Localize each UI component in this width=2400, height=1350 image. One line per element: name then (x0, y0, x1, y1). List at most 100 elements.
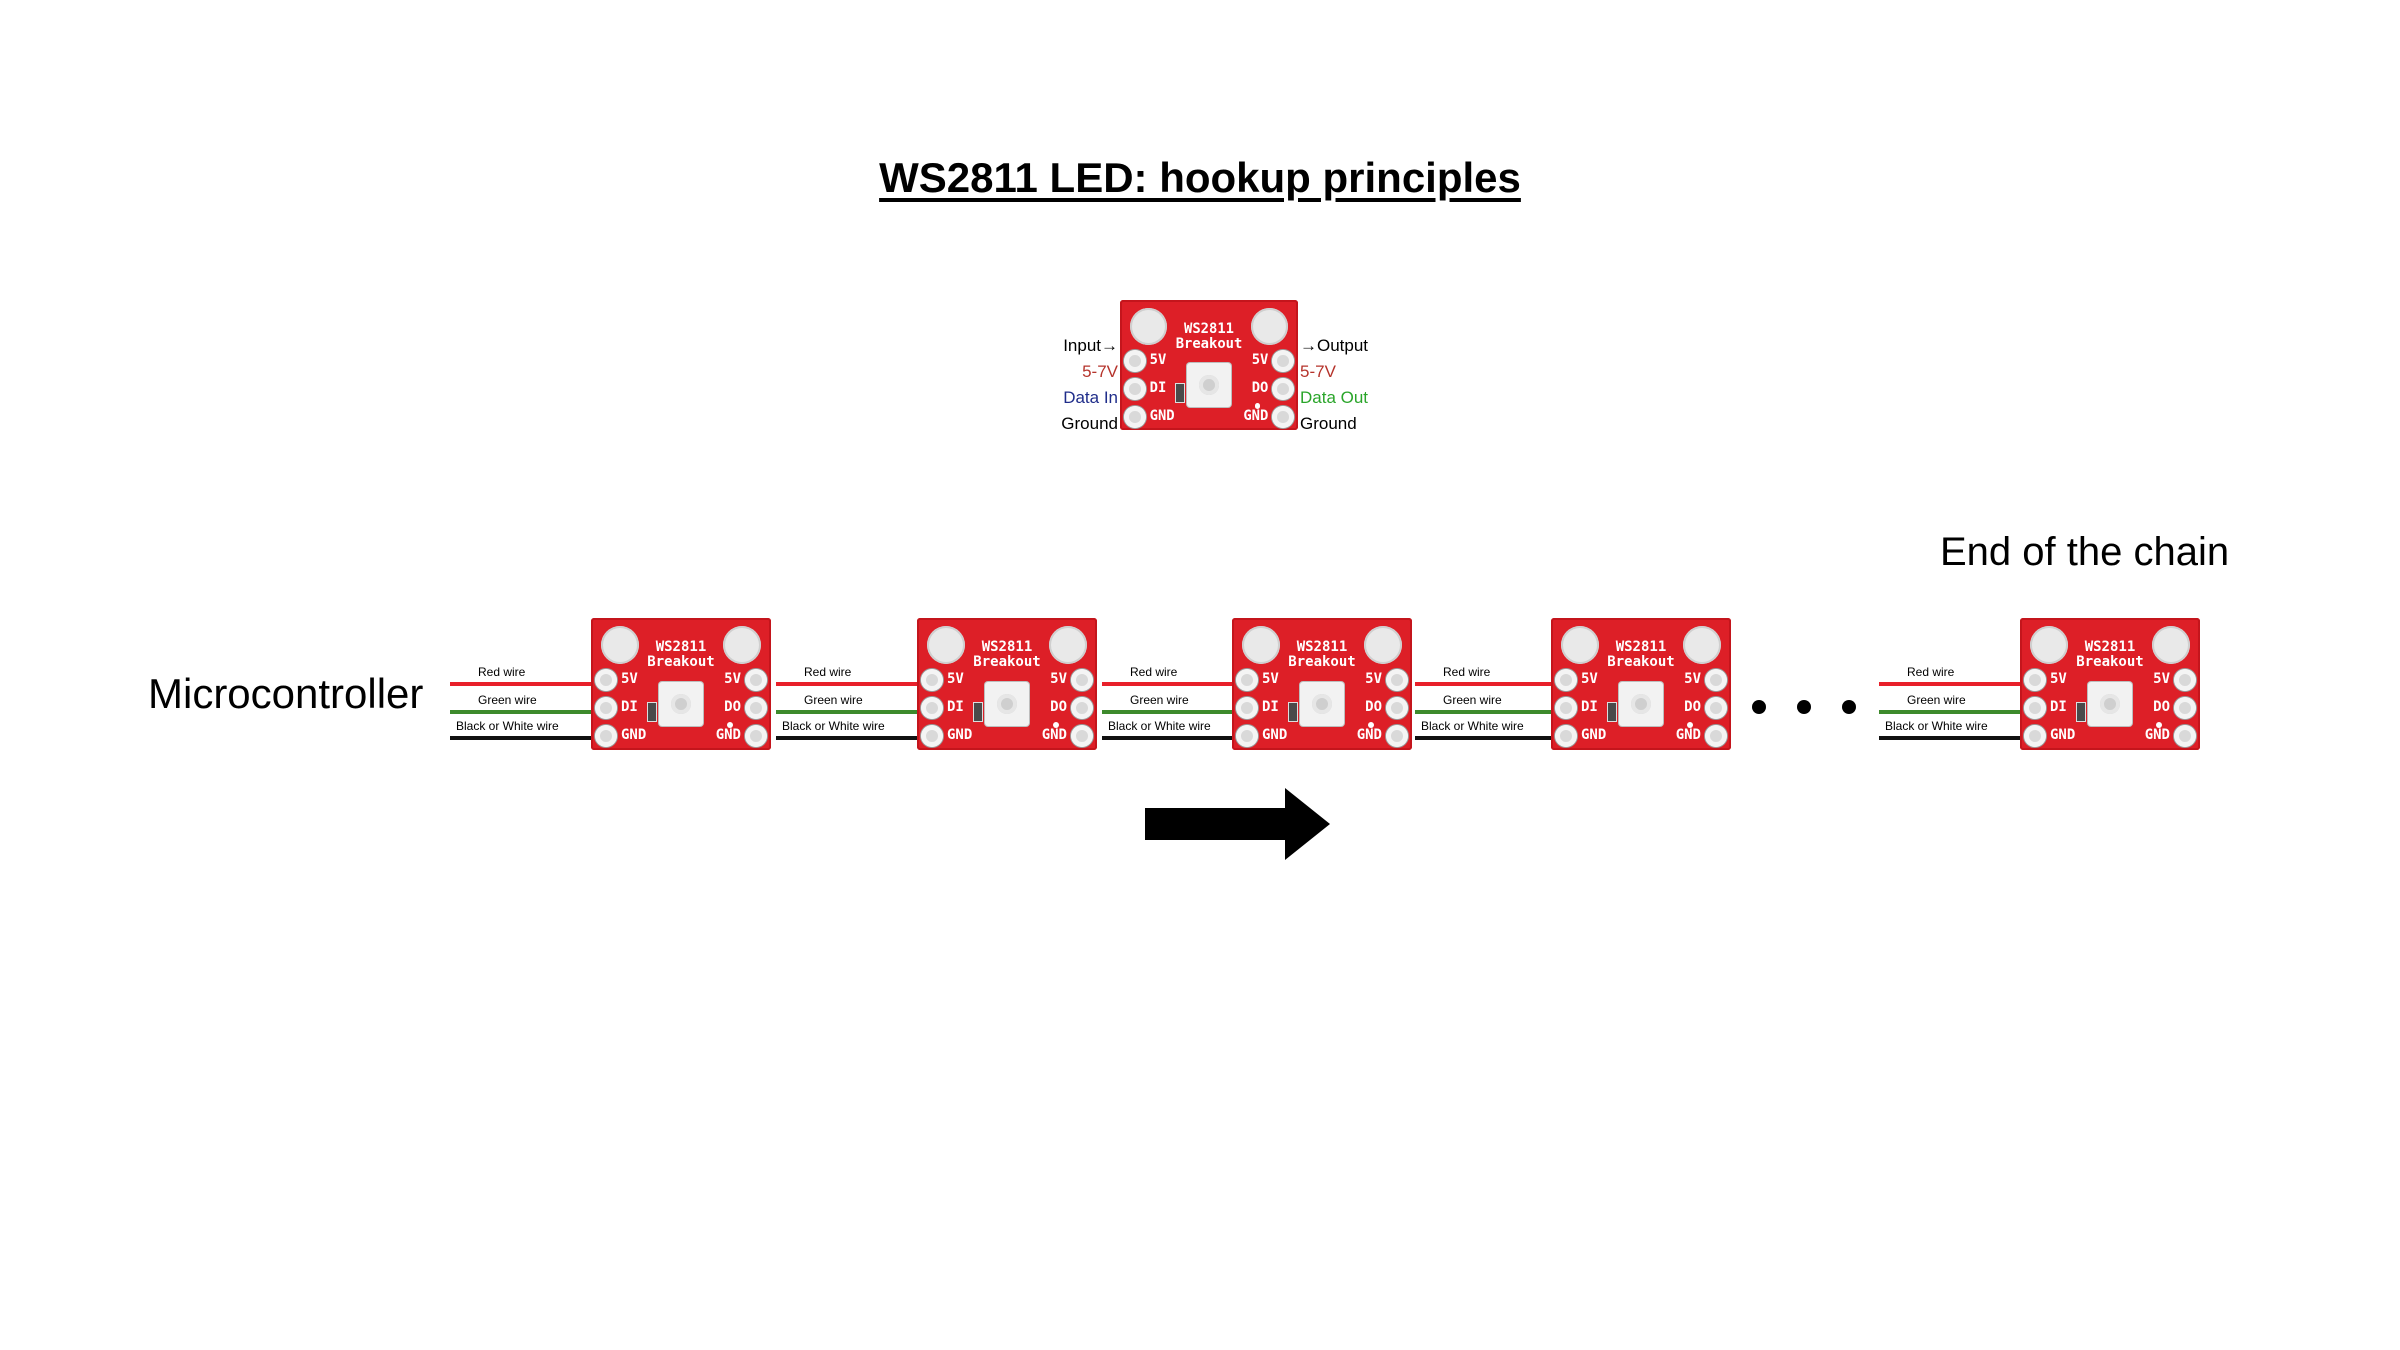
board-title-line: Breakout (2076, 654, 2144, 670)
red-wire-label: Red wire (1907, 665, 1955, 679)
red-wire-label: Red wire (1130, 665, 1178, 679)
right-supply-label: 5-7V (1300, 362, 1336, 381)
black-wire (1879, 736, 2026, 740)
left-ground-label: Ground (1061, 414, 1118, 433)
resistor (973, 702, 983, 722)
black-wire-label: Black or White wire (782, 719, 885, 733)
pin-label: GND (1149, 407, 1175, 424)
pin-label: DI (1149, 380, 1167, 397)
led-chip (1300, 682, 1344, 726)
red-wire (450, 682, 597, 686)
resistor (1288, 702, 1298, 722)
mounting-hole (723, 626, 761, 664)
pin-label: DO (1365, 699, 1382, 715)
data-out-label: Data Out (1300, 388, 1369, 407)
pin-label: GND (1262, 727, 1288, 743)
led-chip (985, 682, 1029, 726)
pin-label: DI (947, 699, 964, 715)
pin-label: GND (2050, 727, 2076, 743)
ellipsis-dot (1752, 700, 1766, 714)
pin-label: DO (1251, 380, 1269, 397)
green-wire (1102, 710, 1238, 714)
board-title-line: WS2811 (981, 639, 1033, 655)
red-wire (1415, 682, 1557, 686)
ellipsis-dot (1797, 700, 1811, 714)
board-title-line: WS2811 (1296, 639, 1348, 655)
pin-label: DO (1684, 699, 1701, 715)
black-wire-label: Black or White wire (1108, 719, 1211, 733)
led-lens (1631, 694, 1651, 714)
direction-arrow-icon (1145, 788, 1330, 860)
mounting-hole (601, 626, 639, 664)
resistor (1175, 383, 1186, 403)
pin-label: GND (1356, 727, 1382, 743)
data-in-label: Data In (1063, 388, 1118, 407)
mounting-hole (1683, 626, 1721, 664)
pin-pad (921, 725, 943, 747)
green-wire-label: Green wire (478, 693, 537, 707)
pinout-left-labels: Input→ 5-7V Data In Ground (1000, 333, 1118, 437)
mounting-hole (2030, 626, 2068, 664)
pin-label: GND (1041, 727, 1067, 743)
led-chip (2088, 682, 2132, 726)
board-dot (1368, 722, 1374, 728)
mounting-hole (1364, 626, 1402, 664)
pin-pad (1272, 350, 1295, 373)
green-wire-label: Green wire (804, 693, 863, 707)
led-chip (1619, 682, 1663, 726)
board-title-line: WS2811 (655, 639, 707, 655)
red-wire (1102, 682, 1238, 686)
red-wire-label: Red wire (1443, 665, 1491, 679)
red-wire-label: Red wire (478, 665, 526, 679)
board-dot (1053, 722, 1059, 728)
pin-label: DI (2050, 699, 2067, 715)
pin-label: GND (2144, 727, 2170, 743)
right-ground-label: Ground (1300, 414, 1357, 433)
pin-pad (2024, 725, 2046, 747)
pin-pad (1555, 669, 1577, 691)
green-wire-label: Green wire (1443, 693, 1502, 707)
pin-label: 5V (621, 671, 638, 687)
pin-pad (1555, 697, 1577, 719)
green-wire (450, 710, 597, 714)
led-lens (1312, 694, 1332, 714)
green-wire-label: Green wire (1130, 693, 1189, 707)
pin-pad (1272, 405, 1295, 428)
pin-pad (1555, 725, 1577, 747)
mounting-hole (1561, 626, 1599, 664)
pin-pad (2024, 669, 2046, 691)
pin-pad (745, 725, 767, 747)
resistor (2076, 702, 2086, 722)
pin-pad (1705, 669, 1727, 691)
pin-pad (921, 669, 943, 691)
black-wire (450, 736, 597, 740)
resistor (647, 702, 657, 722)
green-wire (1879, 710, 2026, 714)
input-label: Input→ (1063, 336, 1118, 355)
black-wire (776, 736, 923, 740)
pin-label: DI (621, 699, 638, 715)
pin-pad (1071, 697, 1093, 719)
left-supply-label: 5-7V (1082, 362, 1118, 381)
pin-label: GND (1675, 727, 1701, 743)
board-dot (1254, 402, 1261, 409)
pin-pad (921, 697, 943, 719)
led-lens (997, 694, 1017, 714)
pin-label: DI (1581, 699, 1598, 715)
mounting-hole (1250, 307, 1289, 346)
pin-label: GND (1243, 407, 1269, 424)
resistor (1607, 702, 1617, 722)
board-title-line: WS2811 (2084, 639, 2136, 655)
pin-label: 5V (2050, 671, 2067, 687)
pin-label: 5V (1149, 352, 1167, 369)
ellipsis-dot (1842, 700, 1856, 714)
pin-pad (2174, 725, 2196, 747)
black-wire-label: Black or White wire (1421, 719, 1524, 733)
board-title-line: Breakout (1175, 335, 1243, 352)
red-wire-label: Red wire (804, 665, 852, 679)
pin-label: GND (715, 727, 741, 743)
pin-pad (595, 725, 617, 747)
